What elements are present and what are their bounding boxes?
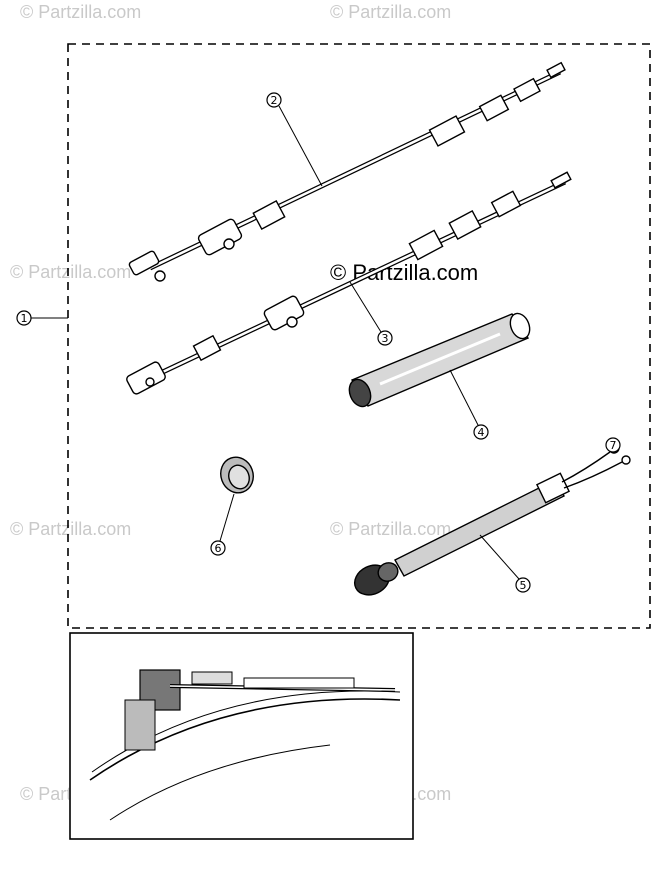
watermark-text: © Partzilla.com bbox=[330, 2, 451, 22]
callout-4: 4 bbox=[449, 369, 489, 440]
watermark-text: © Partzilla.com bbox=[10, 262, 131, 282]
throttle-cable-icon bbox=[128, 61, 566, 282]
callout-3: 3 bbox=[349, 281, 393, 346]
callout-6-label: 6 bbox=[215, 542, 222, 555]
tube-icon bbox=[348, 312, 531, 408]
watermark-text: © Partzilla.com bbox=[330, 519, 451, 539]
callout-5: 5 bbox=[479, 534, 531, 593]
callout-3-label: 3 bbox=[382, 332, 389, 345]
watermark-text: © Partzilla.com bbox=[20, 2, 141, 22]
callout-6: 6 bbox=[210, 493, 235, 556]
callout-7-label: 7 bbox=[610, 439, 617, 452]
kit-boundary bbox=[67, 43, 651, 629]
callout-2-label: 2 bbox=[271, 94, 278, 107]
grommet-icon bbox=[220, 456, 254, 494]
wire-harness-icon bbox=[353, 442, 631, 596]
installation-view-icon bbox=[69, 632, 414, 840]
inset-frame bbox=[69, 632, 414, 840]
callout-2: 2 bbox=[266, 92, 323, 187]
callout-7: 7 bbox=[605, 437, 621, 453]
watermark-text: © Partzilla.com bbox=[10, 519, 131, 539]
callout-1-label: 1 bbox=[21, 312, 28, 325]
shift-cable-icon bbox=[126, 171, 572, 395]
callout-5-label: 5 bbox=[520, 579, 527, 592]
callout-4-label: 4 bbox=[478, 426, 485, 439]
callout-1: 1 bbox=[16, 310, 68, 326]
